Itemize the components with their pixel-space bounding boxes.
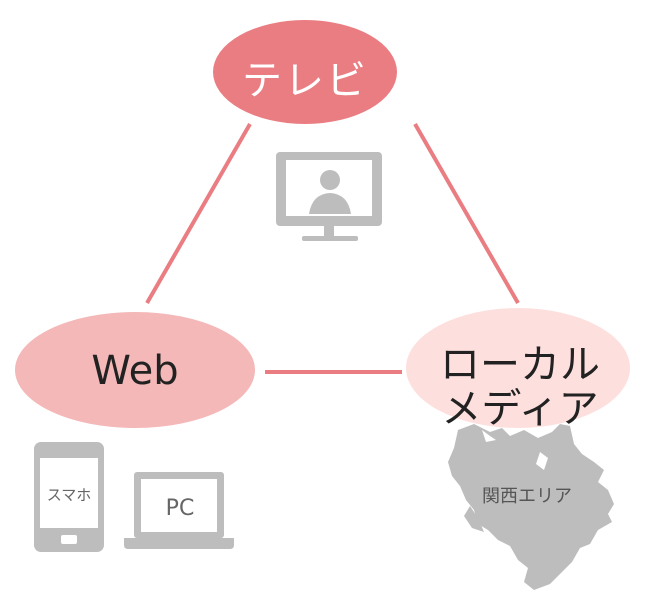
smartphone-label: スマホ [46,486,92,504]
web-node-label: Web [91,348,179,394]
local-media-node [406,308,630,428]
tv-node-label: テレビ [242,58,368,104]
web-node [15,312,255,428]
local-media-label-line1: ローカル [440,342,600,388]
monitor-person-icon [276,152,382,241]
connector-tv-local [413,123,520,304]
kansai-map-icon [448,424,614,590]
smartphone-icon [34,442,104,552]
pc-label: PC [165,496,195,521]
kansai-area-label: 関西エリア [482,486,572,507]
connector-tv-web [145,123,252,304]
local-media-label-line2: メディア [441,386,599,432]
tv-node [213,20,397,124]
laptop-icon [124,472,234,549]
